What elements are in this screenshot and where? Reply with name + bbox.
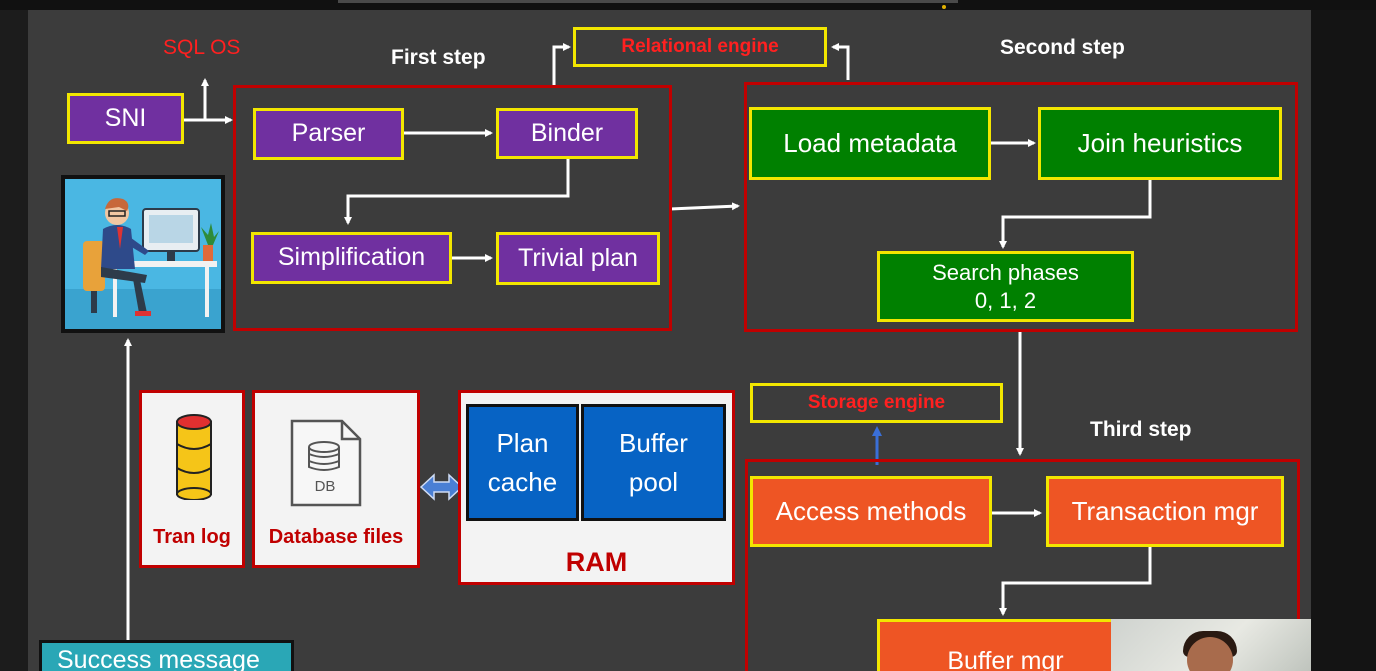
arrow-second-to-relational bbox=[831, 43, 850, 80]
arrow-first-to-relational bbox=[552, 43, 571, 85]
simplification-box: Simplification bbox=[251, 232, 452, 284]
webcam-person-face bbox=[1187, 637, 1233, 671]
db-file-icon: DB bbox=[290, 419, 362, 507]
trivial-plan-label: Trivial plan bbox=[518, 243, 638, 272]
arrow-transaction-to-buffer bbox=[999, 545, 1152, 616]
tran-log-label: Tran log bbox=[153, 526, 231, 548]
buffer-pool-label-2: pool bbox=[628, 466, 679, 497]
relational-engine-box: Relational engine bbox=[573, 27, 827, 67]
arrow-join-to-search bbox=[999, 178, 1152, 249]
success-message-box: Success message bbox=[39, 640, 294, 671]
search-phases-label: Search phases bbox=[932, 260, 1079, 285]
sni-box: SNI bbox=[67, 93, 184, 144]
top-indicator-dot bbox=[942, 5, 946, 9]
access-methods-label: Access methods bbox=[775, 496, 967, 527]
simplification-label: Simplification bbox=[277, 243, 426, 272]
search-phases-box: Search phases 0, 1, 2 bbox=[877, 251, 1134, 322]
ram-label: RAM bbox=[565, 547, 628, 577]
buffer-mgr-label: Buffer mgr bbox=[947, 647, 1064, 671]
parser-label: Parser bbox=[291, 119, 366, 148]
parser-box: Parser bbox=[253, 108, 404, 160]
binder-label: Binder bbox=[530, 118, 604, 147]
arrow-first-to-second bbox=[669, 202, 740, 211]
buffer-pool-box: Buffer pool bbox=[581, 404, 726, 521]
success-message-label: Success message bbox=[57, 646, 260, 671]
arrows-layer bbox=[124, 43, 1152, 642]
buffer-pool-label-1: Buffer bbox=[619, 427, 688, 458]
sni-label: SNI bbox=[104, 103, 147, 132]
ram-card: Plan cache Buffer pool RAM bbox=[458, 390, 735, 585]
first-step-frame bbox=[233, 85, 672, 331]
buffer-mgr-box: Buffer mgr bbox=[877, 619, 1134, 671]
db-icon-text: DB bbox=[315, 478, 336, 495]
webcam-overlay bbox=[1111, 619, 1311, 671]
third-step-frame bbox=[745, 459, 1300, 671]
database-cylinder-icon bbox=[176, 414, 212, 500]
double-arrow-icon bbox=[419, 473, 464, 501]
access-methods-box: Access methods bbox=[750, 476, 992, 547]
right-dark-bar bbox=[1311, 10, 1376, 671]
plan-cache-label-2: cache bbox=[487, 466, 558, 497]
plan-cache-label-1: Plan bbox=[496, 427, 549, 458]
top-bar bbox=[0, 0, 1376, 10]
user-at-computer-illustration bbox=[61, 175, 225, 333]
search-phases-values: 0, 1, 2 bbox=[974, 287, 1037, 313]
plan-cache-box: Plan cache bbox=[466, 404, 579, 521]
join-heuristics-box: Join heuristics bbox=[1038, 107, 1282, 180]
third-step-label: Third step bbox=[1090, 418, 1192, 441]
top-strip bbox=[338, 0, 958, 3]
join-heuristics-label: Join heuristics bbox=[1077, 128, 1243, 159]
load-metadata-label: Load metadata bbox=[783, 128, 957, 159]
transaction-mgr-label: Transaction mgr bbox=[1071, 496, 1259, 527]
tran-log-card: Tran log bbox=[139, 390, 245, 568]
storage-engine-box: Storage engine bbox=[750, 383, 1003, 423]
storage-engine-label: Storage engine bbox=[807, 392, 946, 414]
trivial-plan-box: Trivial plan bbox=[496, 232, 660, 285]
transaction-mgr-box: Transaction mgr bbox=[1046, 476, 1284, 547]
binder-box: Binder bbox=[496, 108, 638, 159]
first-step-label: First step bbox=[391, 46, 486, 69]
database-files-card: DB Database files bbox=[252, 390, 420, 568]
arrow-binder-to-simplification bbox=[344, 158, 570, 225]
second-step-frame bbox=[744, 82, 1298, 332]
person-at-computer-icon bbox=[65, 179, 221, 329]
relational-engine-label: Relational engine bbox=[621, 36, 779, 58]
second-step-label: Second step bbox=[1000, 36, 1125, 59]
load-metadata-box: Load metadata bbox=[749, 107, 991, 180]
sql-os-label: SQL OS bbox=[163, 36, 241, 59]
database-files-label: Database files bbox=[268, 526, 404, 548]
diagram-canvas: SQL OS First step Second step Third step… bbox=[28, 10, 1311, 671]
